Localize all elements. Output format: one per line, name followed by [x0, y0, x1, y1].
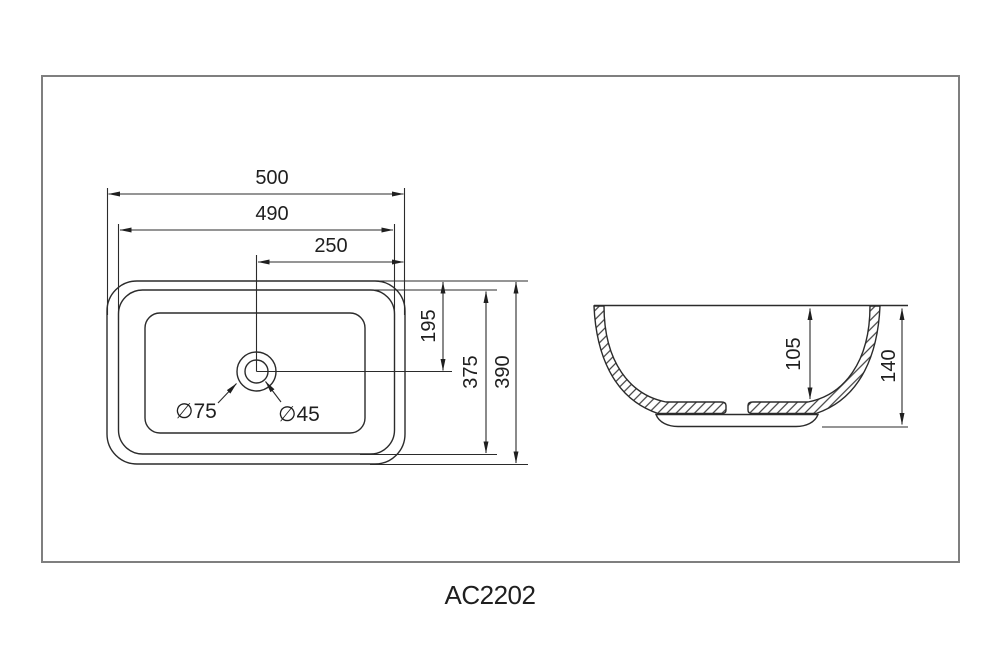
dim-overall-depth: 390: [492, 281, 519, 464]
drawing-border: [41, 75, 960, 563]
dim-overall-height: 140: [878, 308, 905, 425]
dim-rim-depth-label: 375: [460, 355, 482, 388]
dim-center-to-edge-label: 250: [314, 235, 347, 257]
drain-outer-leader: [217, 383, 237, 404]
dim-rim-depth: 375: [460, 291, 489, 454]
drain-outer-label: ∅75: [175, 400, 217, 423]
dim-overall-height-label: 140: [878, 349, 900, 382]
basin-inner-outline: [144, 312, 366, 434]
dim-inner-depth: 105: [783, 308, 813, 400]
dim-center-to-edge: 250: [257, 235, 404, 265]
side-view: [593, 304, 908, 428]
drain-inner-leader: [265, 381, 282, 403]
dim-inner-depth-label: 105: [783, 337, 805, 370]
dim-overall-width: 500: [108, 167, 404, 197]
basin-base: [654, 413, 820, 428]
model-label: AC2202: [445, 580, 536, 610]
dim-rim-to-drain: 195: [418, 281, 446, 371]
dim-rim-width: 490: [119, 203, 394, 233]
wall-section-right: [747, 305, 881, 415]
top-view-extension-lines: [106, 188, 528, 466]
drain-inner-label: ∅45: [278, 403, 320, 426]
dim-overall-depth-label: 390: [492, 355, 514, 388]
wall-section-left: [593, 305, 727, 415]
dim-overall-width-label: 500: [255, 167, 288, 189]
dim-rim-width-label: 490: [255, 203, 288, 225]
dim-rim-to-drain-label: 195: [418, 309, 440, 342]
drain-callouts: ∅75 ∅45: [175, 381, 320, 426]
